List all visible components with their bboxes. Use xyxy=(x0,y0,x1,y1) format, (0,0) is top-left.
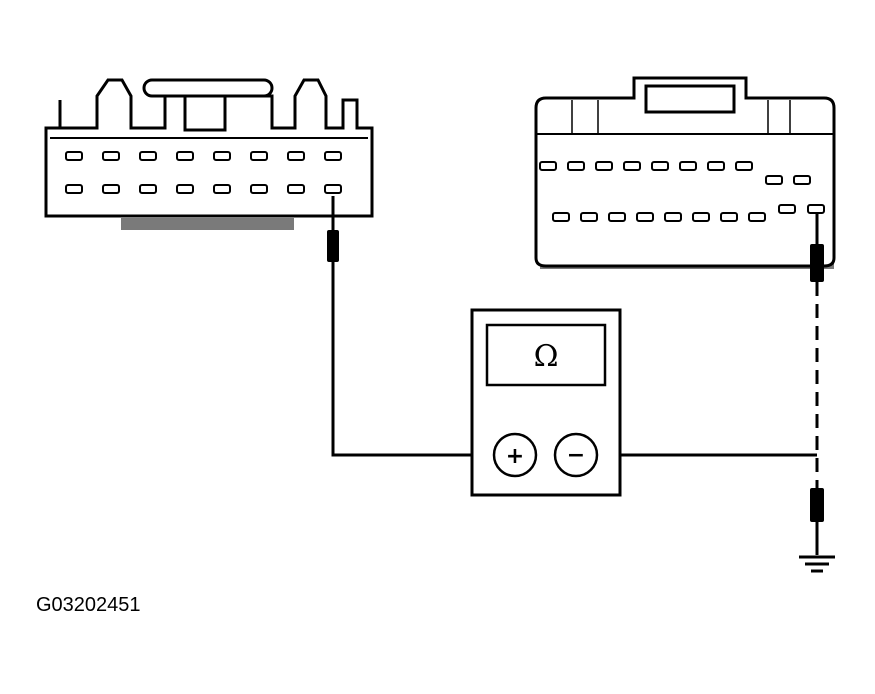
pin-slot xyxy=(664,212,682,222)
ground-symbol-icon xyxy=(799,555,835,573)
pin-slot xyxy=(324,151,342,161)
pin-slot xyxy=(636,212,654,222)
pin-slot xyxy=(65,184,83,194)
left-connector-pins xyxy=(65,151,342,194)
pin-slot xyxy=(250,151,268,161)
pin-slot xyxy=(567,161,585,171)
pin-slot xyxy=(176,151,194,161)
pin-slot xyxy=(139,184,157,194)
back-probe xyxy=(810,212,824,282)
pin-slot xyxy=(580,212,598,222)
meter-display xyxy=(485,323,607,387)
pin-slot xyxy=(324,184,342,194)
positive-lead-wire xyxy=(331,262,472,457)
pin-slot xyxy=(778,204,796,214)
pin-slot xyxy=(595,161,613,171)
pin-slot xyxy=(807,204,825,214)
pin-slot xyxy=(608,212,626,222)
left-connector xyxy=(44,78,374,230)
positive-terminal-label: + xyxy=(506,444,524,469)
negative-terminal xyxy=(553,432,599,478)
pin-slot xyxy=(692,212,710,222)
pin-slot xyxy=(287,151,305,161)
pin-slot xyxy=(765,175,783,185)
pin-slot xyxy=(213,151,231,161)
pin-slot xyxy=(651,161,669,171)
pin-slot xyxy=(552,212,570,222)
pin-slot xyxy=(793,175,811,185)
pin-slot xyxy=(176,184,194,194)
pin-slot xyxy=(735,161,753,171)
right-connector xyxy=(534,76,836,269)
positive-probe xyxy=(327,196,339,262)
pin-slot xyxy=(539,161,557,171)
negative-terminal-label: − xyxy=(567,443,585,468)
pin-slot xyxy=(720,212,738,222)
figure-id: G03202451 xyxy=(36,594,141,616)
pin-slot xyxy=(213,184,231,194)
pin-slot xyxy=(748,212,766,222)
pin-slot xyxy=(102,151,120,161)
meter-ohm-symbol: Ω xyxy=(534,339,559,374)
pin-slot xyxy=(623,161,641,171)
right-connector-pins xyxy=(539,161,825,222)
pin-slot xyxy=(139,151,157,161)
pin-slot xyxy=(679,161,697,171)
pin-slot xyxy=(102,184,120,194)
positive-terminal xyxy=(492,432,538,478)
ground-probe xyxy=(810,488,824,555)
pin-slot xyxy=(250,184,268,194)
pin-slot xyxy=(707,161,725,171)
pin-slot xyxy=(65,151,83,161)
pin-slot xyxy=(287,184,305,194)
ohmmeter: Ω + − xyxy=(470,308,622,497)
